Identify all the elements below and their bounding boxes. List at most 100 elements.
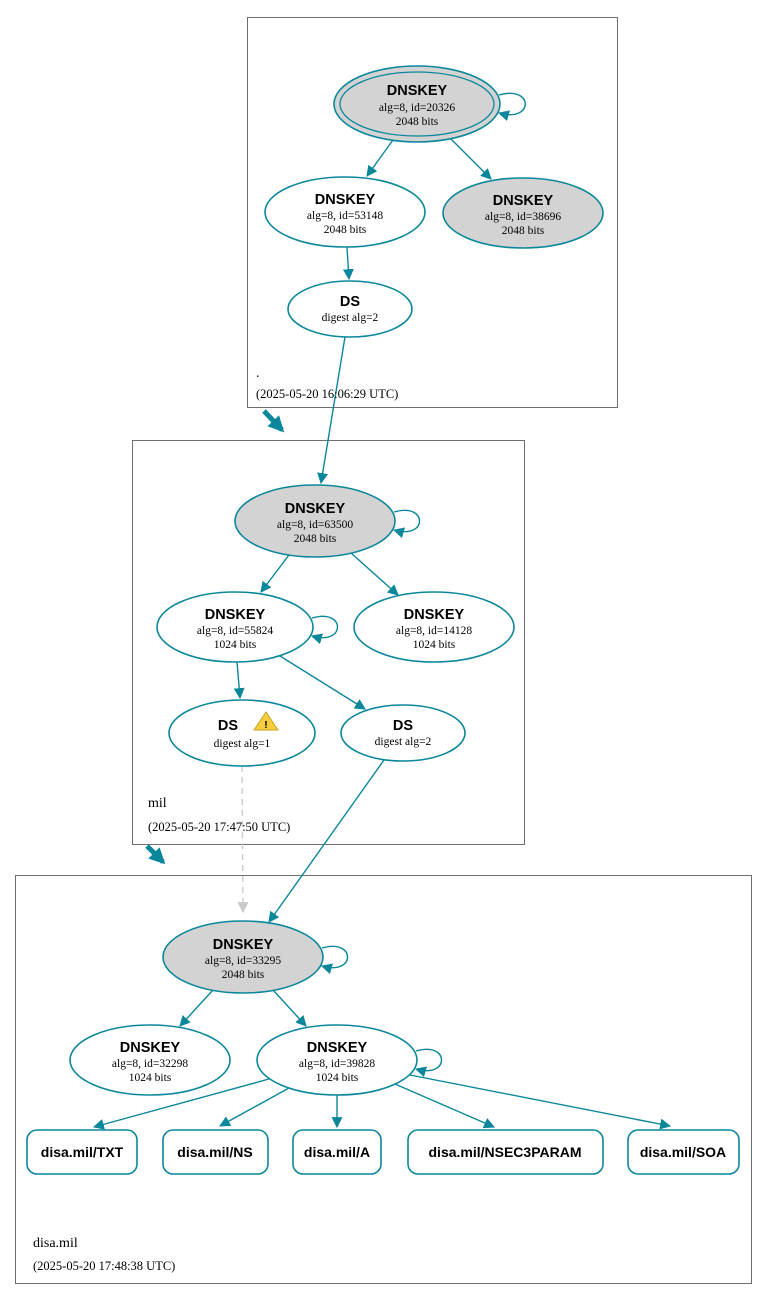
rrset-nsec3param-box bbox=[407, 1129, 604, 1175]
rrset-a-box bbox=[292, 1129, 382, 1175]
dnskey-55824-title: DNSKEY bbox=[205, 607, 266, 623]
edge-mil-to-disa-delegation bbox=[145, 844, 166, 865]
edge-root-zsk-to-ds bbox=[342, 246, 354, 281]
dnskey-33295-title: DNSKEY bbox=[213, 937, 274, 953]
root-zone-label: . bbox=[256, 366, 260, 381]
ds-mil-alg1-ellipse bbox=[168, 699, 316, 767]
rrset-txt-box bbox=[26, 1129, 138, 1175]
rrset-soa-box bbox=[627, 1129, 740, 1175]
ds-mil-alg1-digest: digest alg=1 bbox=[214, 738, 271, 750]
ds-mil-alg2-ellipse bbox=[340, 704, 466, 762]
ds-node-mil-alg2: DS digest alg=2 bbox=[340, 704, 466, 762]
rrset-a-label: disa.mil/A bbox=[304, 1144, 370, 1160]
dnskey-32298-alg: alg=8, id=32298 bbox=[112, 1058, 188, 1070]
dnskey-63500-ellipse bbox=[234, 484, 396, 558]
edge-mil-ksk-selfloop bbox=[392, 509, 420, 539]
dnskey-39828-ellipse bbox=[256, 1024, 418, 1096]
edge-disa-ksk-selfloop bbox=[320, 945, 348, 975]
dnskey-node-33295: DNSKEY alg=8, id=33295 2048 bits bbox=[162, 920, 324, 994]
rrset-node-soa: disa.mil/SOA bbox=[627, 1129, 740, 1175]
mil-zone-timestamp: (2025-05-20 17:47:50 UTC) bbox=[148, 820, 290, 834]
dnskey-53148-alg: alg=8, id=53148 bbox=[307, 210, 383, 222]
edge-root-ds-to-mil-ksk bbox=[317, 336, 346, 485]
dnskey-node-53148: DNSKEY alg=8, id=53148 2048 bits bbox=[264, 176, 426, 248]
dnskey-node-20326: DNSKEY alg=8, id=20326 2048 bits bbox=[333, 65, 501, 143]
dnskey-14128-alg: alg=8, id=14128 bbox=[396, 625, 472, 637]
dnskey-20326-alg: alg=8, id=20326 bbox=[379, 102, 455, 114]
dnskey-14128-title: DNSKEY bbox=[404, 607, 465, 623]
edge-disa-zsk-to-txt bbox=[92, 1078, 270, 1130]
dnskey-55824-alg: alg=8, id=55824 bbox=[197, 625, 273, 637]
dnskey-20326-bits: 2048 bits bbox=[396, 116, 439, 128]
edge-disa-ksk-to-zsk bbox=[272, 989, 307, 1027]
dnskey-53148-ellipse bbox=[264, 176, 426, 248]
edge-root-ksk-to-key38696 bbox=[450, 138, 492, 180]
dnskey-32298-ellipse bbox=[69, 1024, 231, 1096]
mil-zone-label: mil bbox=[148, 796, 167, 811]
dnskey-node-55824: DNSKEY alg=8, id=55824 1024 bits bbox=[156, 591, 314, 663]
ds-node-root: DS digest alg=2 bbox=[287, 280, 413, 338]
dnskey-node-32298: DNSKEY alg=8, id=32298 1024 bits bbox=[69, 1024, 231, 1096]
dnskey-38696-bits: 2048 bits bbox=[502, 225, 545, 237]
rrset-txt-label: disa.mil/TXT bbox=[41, 1144, 124, 1160]
root-zone-timestamp: (2025-05-20 16:06:29 UTC) bbox=[256, 387, 398, 401]
rrset-soa-label: disa.mil/SOA bbox=[640, 1144, 726, 1160]
edge-root-ksk-to-zsk bbox=[366, 139, 394, 177]
warning-exclamation: ! bbox=[264, 719, 268, 731]
ds-root-digest: digest alg=2 bbox=[322, 312, 379, 324]
edge-disa-zsk-to-soa bbox=[409, 1074, 672, 1130]
edge-disa-zsk-to-ns bbox=[219, 1087, 290, 1127]
disa-zone-label: disa.mil bbox=[33, 1236, 78, 1251]
edge-mil-ksk-to-zsk bbox=[260, 554, 290, 593]
rrset-ns-box bbox=[162, 1129, 269, 1175]
dnskey-node-39828: DNSKEY alg=8, id=39828 1024 bits bbox=[256, 1024, 418, 1096]
dnskey-32298-title: DNSKEY bbox=[120, 1040, 181, 1056]
rrset-node-a: disa.mil/A bbox=[292, 1129, 382, 1175]
ds-mil-alg2-digest: digest alg=2 bbox=[375, 736, 432, 748]
edge-disa-ksk-to-key32298 bbox=[179, 989, 214, 1027]
ds-mil-alg1-title: DS bbox=[218, 718, 238, 734]
edge-disa-zsk-to-nsec3param bbox=[394, 1083, 496, 1129]
ds-root-ellipse bbox=[287, 280, 413, 338]
edge-mil-zsk-to-ds2 bbox=[279, 655, 366, 710]
dnskey-32298-bits: 1024 bits bbox=[129, 1072, 172, 1084]
dnskey-63500-bits: 2048 bits bbox=[294, 533, 337, 545]
dnskey-38696-alg: alg=8, id=38696 bbox=[485, 211, 561, 223]
root-zone-box bbox=[247, 17, 618, 408]
dnskey-33295-bits: 2048 bits bbox=[222, 969, 265, 981]
disa-zone-box bbox=[15, 875, 752, 1284]
dnskey-node-63500: DNSKEY alg=8, id=63500 2048 bits bbox=[234, 484, 396, 558]
dnskey-14128-bits: 1024 bits bbox=[413, 639, 456, 651]
dnskey-20326-ellipse bbox=[333, 65, 501, 143]
warning-icon bbox=[253, 711, 279, 731]
rrset-ns-label: disa.mil/NS bbox=[177, 1144, 252, 1160]
rrset-node-ns: disa.mil/NS bbox=[162, 1129, 269, 1175]
dnskey-53148-bits: 2048 bits bbox=[324, 224, 367, 236]
dnskey-38696-title: DNSKEY bbox=[493, 193, 554, 209]
edge-mil-ds1-to-disa-ksk-dashed bbox=[237, 765, 249, 914]
edge-root-to-mil-delegation bbox=[262, 409, 285, 433]
edge-mil-ksk-to-key14128 bbox=[350, 552, 399, 596]
dnskey-39828-title: DNSKEY bbox=[307, 1040, 368, 1056]
dnskey-63500-title: DNSKEY bbox=[285, 501, 346, 517]
dnskey-20326-inner-ellipse bbox=[339, 71, 495, 137]
rrset-nsec3param-label: disa.mil/NSEC3PARAM bbox=[429, 1144, 582, 1160]
dnskey-33295-ellipse bbox=[162, 920, 324, 994]
edge-disa-zsk-selfloop bbox=[414, 1048, 442, 1078]
dnskey-node-38696: DNSKEY alg=8, id=38696 2048 bits bbox=[442, 177, 604, 249]
edge-root-ksk-selfloop bbox=[497, 92, 526, 122]
dnskey-node-14128: DNSKEY alg=8, id=14128 1024 bits bbox=[353, 591, 515, 663]
dnskey-55824-ellipse bbox=[156, 591, 314, 663]
dnskey-55824-bits: 1024 bits bbox=[214, 639, 257, 651]
dnskey-33295-alg: alg=8, id=33295 bbox=[205, 955, 281, 967]
rrset-node-txt: disa.mil/TXT bbox=[26, 1129, 138, 1175]
rrset-node-nsec3param: disa.mil/NSEC3PARAM bbox=[407, 1129, 604, 1175]
edge-mil-zsk-to-ds1 bbox=[233, 661, 245, 700]
ds-root-title: DS bbox=[340, 294, 360, 310]
dnskey-53148-title: DNSKEY bbox=[315, 192, 376, 208]
dnskey-39828-alg: alg=8, id=39828 bbox=[299, 1058, 375, 1070]
dnskey-38696-ellipse bbox=[442, 177, 604, 249]
disa-zone-timestamp: (2025-05-20 17:48:38 UTC) bbox=[33, 1259, 175, 1273]
dnskey-63500-alg: alg=8, id=63500 bbox=[277, 519, 353, 531]
